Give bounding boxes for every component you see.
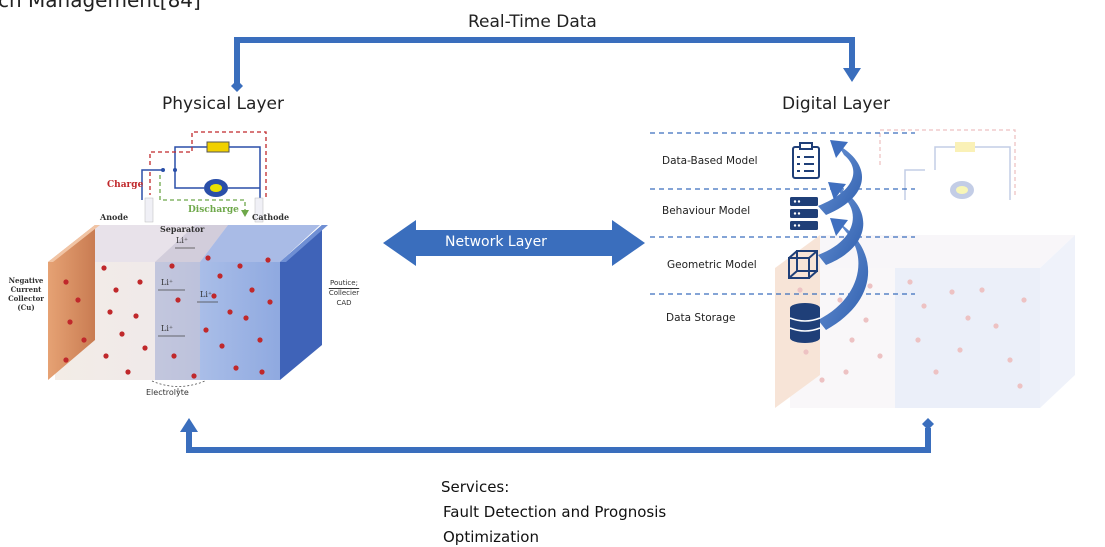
li-ion-dot: [125, 369, 131, 375]
li-ion-dot: [965, 315, 971, 321]
li-ion-dot: [259, 369, 265, 375]
service-item-fault-detection: Fault Detection and Prognosis: [443, 503, 667, 521]
charge-circuit: [141, 131, 267, 223]
network-layer-label: Network Layer: [445, 234, 547, 250]
li-ion-dot: [863, 317, 869, 323]
li-ion-dot: [205, 255, 211, 261]
li-ion-dot: [113, 287, 119, 293]
li-ion-dot: [249, 287, 255, 293]
positive-collector-label: Poutice; Collecier CAD: [328, 279, 360, 307]
li-ion-dot: [175, 297, 181, 303]
li-ion-dot: [933, 369, 939, 375]
li-ions-physical: [63, 255, 273, 379]
li-ion-dot: [63, 357, 69, 363]
li-ion-dot: [217, 273, 223, 279]
digital-layer-title: Digital Layer: [782, 94, 890, 114]
li-ion-dot: [1021, 297, 1027, 303]
li-ion-dot: [1017, 383, 1023, 389]
li-ion-dot: [957, 347, 963, 353]
services-title: Services:: [441, 478, 510, 496]
li-ion-dot: [169, 263, 175, 269]
behaviour-model-label: Behaviour Model: [662, 205, 751, 217]
li-ion-label: Li⁺: [161, 278, 174, 287]
li-ion-dot: [211, 293, 217, 299]
li-ion-dot: [227, 309, 233, 315]
separator-label: Separator: [160, 224, 205, 234]
li-ion-dot: [103, 353, 109, 359]
li-ion-dot: [877, 353, 883, 359]
li-ion-dot: [171, 353, 177, 359]
li-ion-dot: [819, 377, 825, 383]
li-ion-dot: [81, 337, 87, 343]
li-ion-dot: [1007, 357, 1013, 363]
li-ion-dot: [803, 349, 809, 355]
geometric-model-label: Geometric Model: [667, 259, 757, 271]
services-feedback-arrow: [180, 418, 934, 453]
li-ion-dot: [797, 287, 803, 293]
data-based-model-label: Data-Based Model: [662, 155, 758, 167]
li-ion-dot: [979, 287, 985, 293]
li-ion-dot: [101, 265, 107, 271]
network-layer-arrow: [383, 220, 645, 266]
physical-layer-title: Physical Layer: [162, 94, 284, 114]
battery-cell-digital: [775, 129, 1075, 408]
li-ion-dot: [993, 323, 999, 329]
li-ion-dot: [849, 337, 855, 343]
li-ion-dot: [233, 365, 239, 371]
li-ion-dot: [265, 257, 271, 263]
li-ion-dot: [237, 263, 243, 269]
li-ion-dot: [921, 303, 927, 309]
li-ion-dot: [133, 313, 139, 319]
li-ion-dot: [203, 327, 209, 333]
li-ion-dot: [843, 369, 849, 375]
data-storage-label: Data Storage: [666, 312, 736, 324]
li-ion-dot: [219, 343, 225, 349]
li-ion-dot: [837, 297, 843, 303]
service-item-optimization: Optimization: [443, 528, 539, 546]
li-ion-dot: [267, 299, 273, 305]
li-ion-label: Li⁺: [161, 324, 174, 333]
discharge-label: Discharge: [188, 205, 239, 215]
model-flow-arrows: [818, 140, 869, 330]
cathode-label: Cathode: [252, 212, 290, 222]
server-icon: [790, 197, 818, 230]
clipboard-icon: [792, 142, 820, 179]
li-ion-label: Li⁺: [176, 236, 189, 245]
li-ion-dot: [142, 345, 148, 351]
li-ion-dot: [75, 297, 81, 303]
realtime-data-label: Real-Time Data: [468, 12, 597, 32]
li-ion-dot: [191, 373, 197, 379]
anode-label: Anode: [100, 212, 129, 222]
li-ion-dot: [867, 283, 873, 289]
li-ion-dot: [949, 289, 955, 295]
li-ion-dot: [67, 319, 73, 325]
digital-layer-bands: [650, 132, 915, 295]
li-ion-dot: [907, 279, 913, 285]
electrolyte-label: Electrolyte: [146, 388, 189, 397]
li-ion-dot: [107, 309, 113, 315]
realtime-data-arrow: [231, 37, 861, 92]
li-ion-dot: [257, 337, 263, 343]
charge-label: Charge: [107, 180, 144, 190]
database-icon: [789, 303, 821, 343]
negative-collector-label: Negative Current Collector (Cu): [8, 276, 44, 312]
li-ion-dot: [137, 279, 143, 285]
li-ion-dot: [243, 315, 249, 321]
li-ion-dot: [915, 337, 921, 343]
battery-cell-physical: [48, 131, 328, 392]
li-ion-dot: [63, 279, 69, 285]
li-ion-dot: [119, 331, 125, 337]
cube-icon: [788, 250, 818, 279]
cropped-heading: ch Management[84]: [0, 0, 201, 12]
li-ion-label: Li⁺: [200, 290, 213, 299]
